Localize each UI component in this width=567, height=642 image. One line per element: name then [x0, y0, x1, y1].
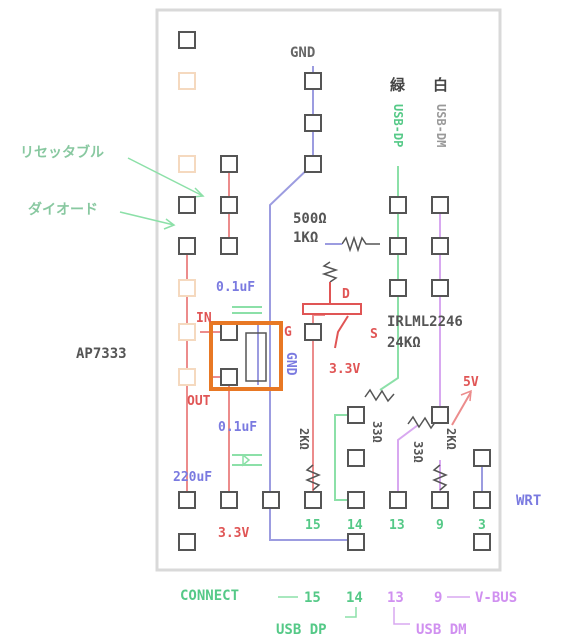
pad [347, 406, 365, 424]
connector-marks-pink [393, 596, 470, 625]
pin-g-label: G [284, 325, 292, 340]
legend-usb-dp: USB DP [276, 622, 327, 638]
pad [220, 323, 238, 341]
pad [178, 196, 196, 214]
pad [431, 196, 449, 214]
r2k-right-label: 2KΩ [444, 428, 458, 450]
pad [304, 155, 322, 173]
pad [178, 323, 196, 341]
pad [178, 237, 196, 255]
pad [389, 491, 407, 509]
pad [262, 491, 280, 509]
pad [178, 491, 196, 509]
pad [389, 237, 407, 255]
pin-s-label: S [370, 327, 378, 342]
r33-a-label: 33Ω [370, 421, 384, 443]
pad [304, 114, 322, 132]
pad [220, 237, 238, 255]
pad [431, 237, 449, 255]
five-volt-arrow [460, 389, 472, 402]
resistor-2k-left [305, 464, 321, 491]
pad [178, 72, 196, 90]
pad [473, 533, 491, 551]
resistor-500 [341, 235, 380, 253]
v33-bottom-label: 3.3V [218, 526, 249, 541]
pad [178, 368, 196, 386]
resistor-24k [364, 388, 395, 403]
legend-15: 15 [304, 590, 321, 606]
pad [178, 533, 196, 551]
regulator-highlight-box [209, 321, 283, 391]
pad [178, 279, 196, 297]
regulator-inner-box [245, 332, 267, 382]
pin9-label: 9 [436, 518, 444, 533]
legend-connect: CONNECT [180, 588, 239, 604]
pad [220, 196, 238, 214]
pin14-label: 14 [347, 518, 363, 533]
pad [220, 155, 238, 173]
pin15-label: 15 [305, 518, 321, 533]
pad [431, 406, 449, 424]
pad [304, 72, 322, 90]
pad [389, 279, 407, 297]
pin-out-label: OUT [187, 394, 211, 409]
r1k-label: 1KΩ [293, 230, 318, 246]
pad-grid [178, 31, 491, 551]
v5-label: 5V [463, 375, 479, 390]
pad [220, 491, 238, 509]
usb-dm-vertical-label: USB-DM [434, 104, 448, 147]
pad [473, 449, 491, 467]
pad [304, 323, 322, 341]
pad [431, 279, 449, 297]
small-diode-symbol [242, 454, 251, 467]
pad [178, 155, 196, 173]
resistors [305, 235, 448, 491]
usb-dp-vertical-label: USB-DP [391, 104, 405, 147]
mosfet-symbol [302, 282, 362, 349]
mosfet-label: IRLML2246 [387, 314, 463, 330]
r2k-left-label: 2KΩ [297, 428, 311, 450]
r33-b-label: 33Ω [411, 441, 425, 463]
pad [473, 491, 491, 509]
resistor-1k [321, 261, 339, 283]
resettable-label: リセッタブル [20, 144, 104, 161]
white-char-label: 白 [433, 76, 448, 94]
pin-d-label: D [342, 287, 350, 302]
pad [347, 533, 365, 551]
green-char-label: 緑 [390, 76, 406, 94]
pad [389, 196, 407, 214]
legend-usb-dm: USB DM [416, 622, 467, 638]
gnd-mid-label: GND [283, 352, 298, 376]
legend-13: 13 [387, 590, 404, 606]
pad [304, 491, 322, 509]
legend-vbus: V-BUS [475, 590, 517, 606]
pad [220, 368, 238, 386]
pad [431, 491, 449, 509]
diode-label: ダイオード [28, 201, 98, 218]
legend-9: 9 [434, 590, 442, 606]
cap-bottom-label: 0.1uF [218, 420, 257, 435]
connector-marks [278, 596, 357, 618]
gnd-top-label: GND [290, 45, 315, 61]
v33-mid-label: 3.3V [329, 362, 360, 377]
resistor-33-right [407, 415, 437, 430]
resistor-2k-right [432, 464, 448, 491]
r24k-label: 24KΩ [387, 335, 421, 351]
r500-label: 500Ω [293, 211, 327, 227]
wrt-label: WRT [516, 493, 541, 509]
cap-top-label: 0.1uF [216, 280, 255, 295]
pad [347, 491, 365, 509]
regulator-label: AP7333 [76, 346, 127, 362]
pad [178, 31, 196, 49]
pin13-label: 13 [389, 518, 405, 533]
pin-in-label: IN [196, 311, 212, 326]
cap-220-label: 220uF [173, 470, 212, 485]
pad [347, 449, 365, 467]
legend-14: 14 [346, 590, 363, 606]
pointer-arrows [119, 157, 205, 230]
pin3-label: 3 [478, 518, 486, 533]
